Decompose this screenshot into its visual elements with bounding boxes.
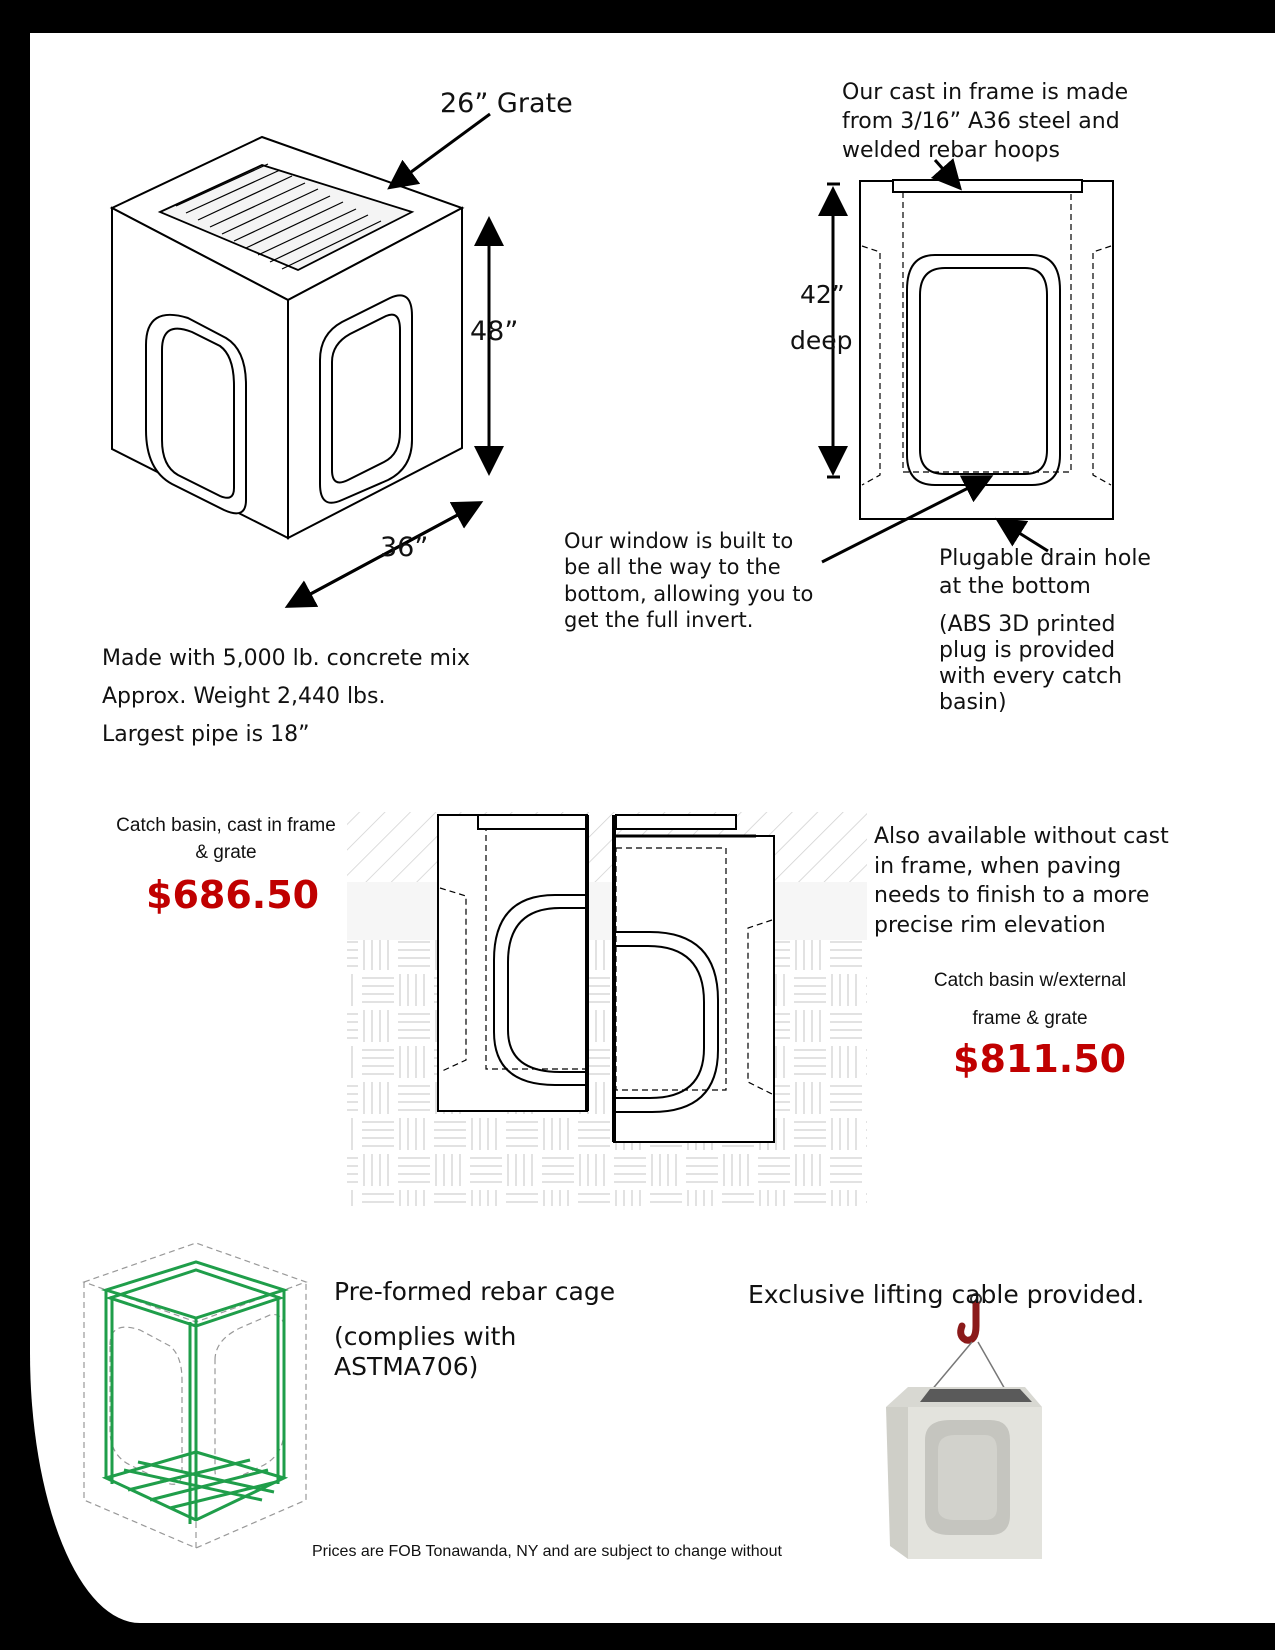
cast-in-frame-caption: Catch basin, cast in frame & grate [116, 815, 336, 863]
rebar-cage-title: Pre-formed rebar cage [334, 1277, 616, 1306]
isometric-catch-basin [109, 135, 465, 540]
rebar-cage-compliance: (complies with ASTMA706) [334, 1322, 517, 1381]
plug-note: (ABS 3D printed plug is provided with ev… [939, 612, 1123, 715]
cast-frame-note: Our cast in frame is made from 3/16” A36… [842, 80, 1129, 164]
depth-label-word: deep [790, 326, 853, 355]
section-view-catch-basin [859, 179, 1114, 520]
cast-in-frame-price: $686.50 [146, 873, 320, 917]
lifting-cable-note: Exclusive lifting cable provided. [748, 1280, 1145, 1309]
installed-section-views [347, 812, 867, 1206]
height-dimension-label: 48” [470, 316, 519, 347]
drain-hole-note: Plugable drain hole at the bottom [939, 546, 1151, 599]
rebar-cage-drawing [82, 1242, 308, 1549]
external-frame-note: Also available without cast in frame, wh… [874, 824, 1169, 939]
specifications-list: Made with 5,000 lb. concrete mix Approx.… [102, 646, 471, 747]
external-frame-price: $811.50 [953, 1037, 1127, 1081]
grate-size-label: 26” Grate [440, 88, 573, 119]
lifting-cable-illustration [886, 1293, 1042, 1559]
dimension-arrows [284, 112, 504, 608]
lifting-hook-icon [957, 1293, 982, 1344]
window-note: Our window is built to be all the way to… [564, 529, 814, 632]
depth-label-value: 42” [800, 280, 845, 309]
external-frame-caption: Catch basin w/external frame & grate [933, 970, 1127, 1029]
width-dimension-label: 36” [380, 532, 429, 563]
footer-price-disclaimer: Prices are FOB Tonawanda, NY and are sub… [312, 1543, 782, 1560]
